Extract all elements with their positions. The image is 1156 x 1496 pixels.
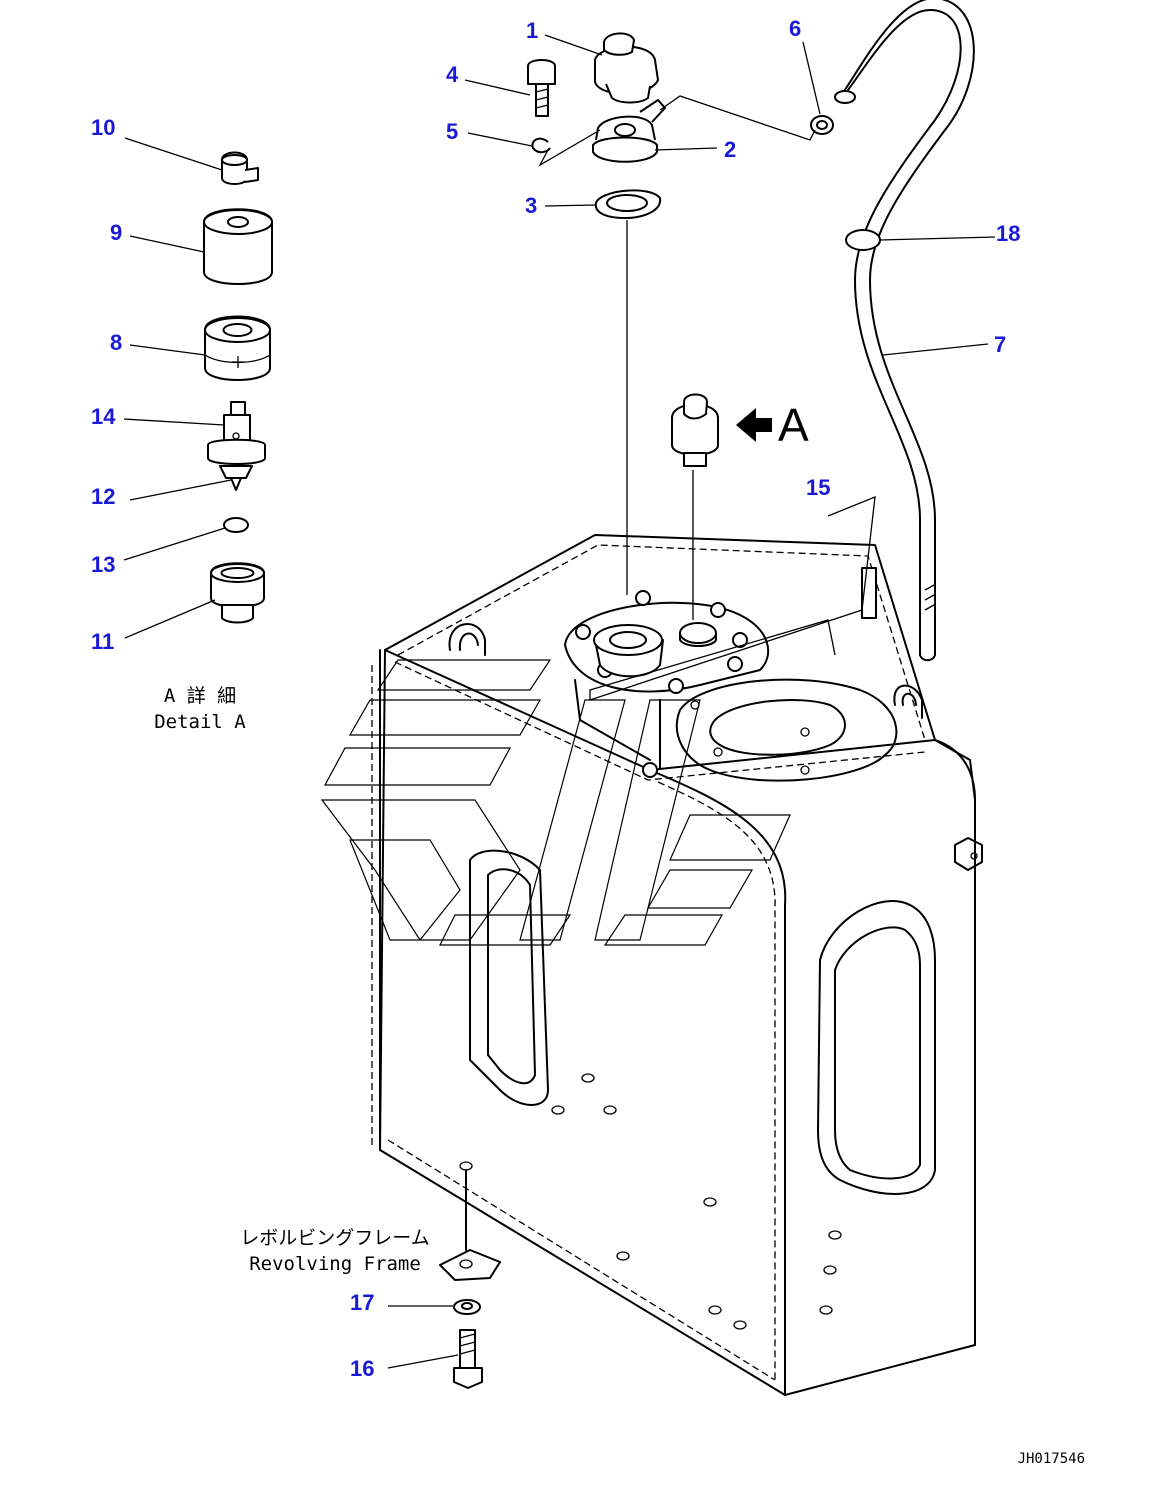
callout-12[interactable]: 12 [91,484,115,509]
callout-13[interactable]: 13 [91,552,115,577]
hose-7 [834,0,975,662]
breather-assembly [671,393,719,467]
neck-2 [592,99,666,163]
callout-15[interactable]: 15 [806,475,830,500]
element-8 [204,315,271,381]
callout-2[interactable]: 2 [724,137,736,162]
view-arrow [736,408,772,442]
callout-4[interactable]: 4 [446,62,459,87]
detail-label-en: Detail A [154,711,246,733]
callout-10[interactable]: 10 [91,115,115,140]
view-arrow-label: A [778,399,809,451]
clip-5 [531,137,551,154]
callout-18[interactable]: 18 [996,221,1020,246]
detail-label-jp: A 詳 細 [164,685,236,707]
callout-9[interactable]: 9 [110,220,122,245]
cap-10 [221,151,259,185]
cap-1 [594,32,659,104]
callout-8[interactable]: 8 [110,330,122,355]
callout-11[interactable]: 11 [91,629,114,654]
bolt-16 [453,1329,483,1389]
callout-16[interactable]: 16 [350,1356,374,1381]
clamp-18 [845,229,881,251]
o-ring-13 [223,517,249,533]
bolt-4 [527,59,556,117]
element-9 [203,208,273,285]
valve-14 [207,401,266,479]
flange-bolts [575,590,810,778]
adapter-11 [210,562,265,624]
callout-14[interactable]: 14 [91,404,116,429]
callout-3[interactable]: 3 [525,193,537,218]
pin-12 [230,477,242,491]
washer-17 [453,1299,481,1315]
leader-lines [123,34,996,1369]
drawing-code: JH017546 [1018,1451,1085,1467]
gasket-3 [594,189,662,219]
revolving-frame-pad [439,1169,501,1281]
frame-label-jp: レボルビングフレーム [240,1227,429,1249]
frame-label-en: Revolving Frame [249,1253,421,1275]
hydraulic-tank [371,534,983,1396]
callout-17[interactable]: 17 [350,1290,374,1315]
callout-1[interactable]: 1 [526,18,538,43]
clamp-6 [810,115,834,135]
decal-15 [589,495,877,701]
callout-5[interactable]: 5 [446,119,458,144]
callout-6[interactable]: 6 [789,16,801,41]
callout-7[interactable]: 7 [994,332,1006,357]
callout-numbers: 1 2 3 4 5 6 7 8 9 10 11 12 13 14 15 16 1… [91,16,1020,1381]
